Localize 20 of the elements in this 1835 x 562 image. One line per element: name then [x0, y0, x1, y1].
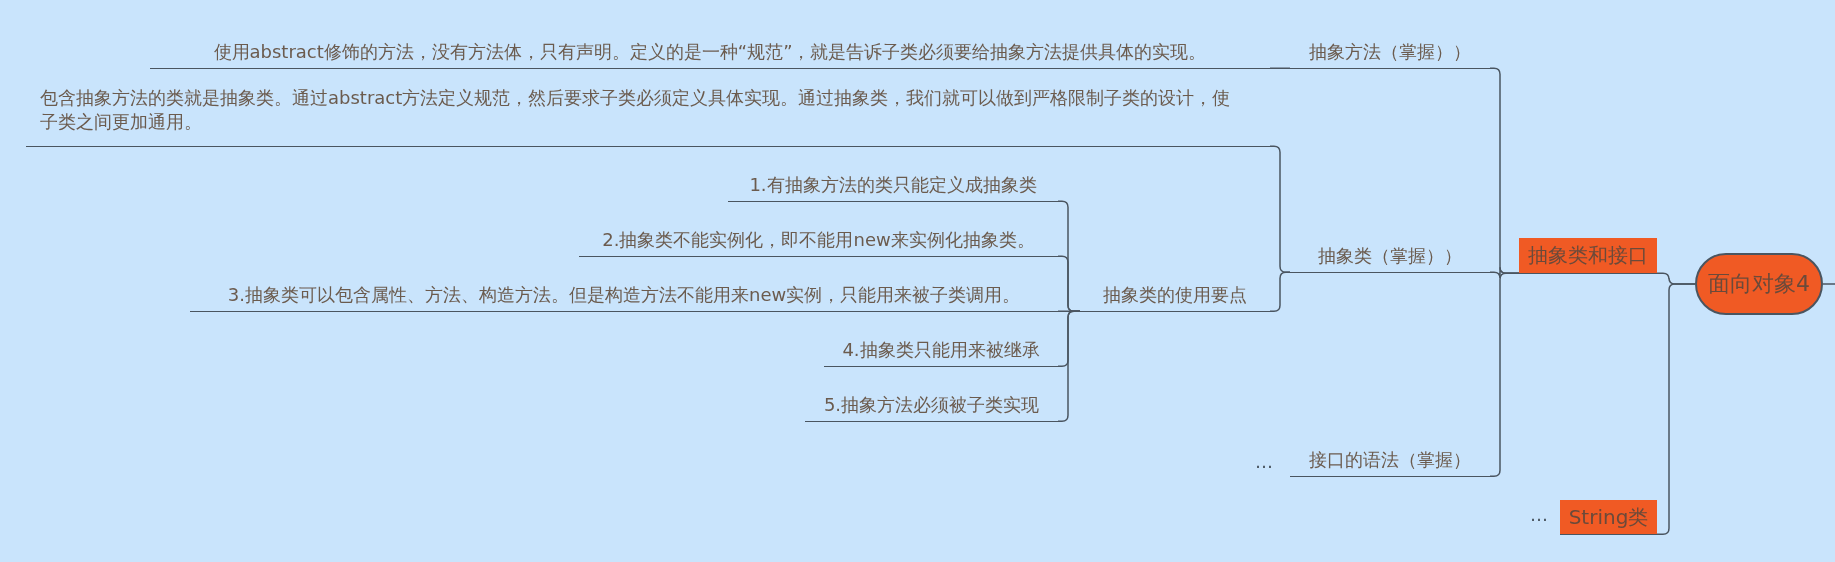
topic-label: 抽象类的使用要点 — [1080, 283, 1270, 312]
root-topic-pill: 面向对象4 — [1695, 253, 1823, 315]
topic-label: 接口的语法（掌握） — [1290, 448, 1490, 477]
topic-label: 包含抽象方法的类就是抽象类。通过abstract方法定义规范，然后要求子类必须定义具体实现。通过抽象类，我们就可以做到严格限制子类的设计，使子类之间更加通用。 — [26, 86, 1270, 147]
topic-label: 抽象方法（掌握）） — [1290, 40, 1490, 69]
topic-label: 抽象类（掌握）） — [1290, 244, 1490, 273]
topic-box: String类 — [1560, 500, 1657, 535]
connector — [1269, 271, 1291, 312]
topic-label: 使用abstract修饰的方法，没有方法体，只有声明。定义的是一种“规范”，就是告诉子类必须要给抽象方法提供具体的实现。 — [150, 40, 1270, 69]
ellipsis-label: … — [1255, 452, 1273, 472]
connector — [1656, 283, 1696, 535]
topic-label: 3.抽象类可以包含属性、方法、构造方法。但是构造方法不能用来new实例，只能用来被子类调用。 — [190, 283, 1058, 312]
topic-label: 5.抽象方法必须被子类实现 — [805, 393, 1058, 422]
ellipsis-label: … — [1530, 505, 1548, 525]
connector — [1822, 283, 1835, 285]
topic-box: 抽象类和接口 — [1519, 238, 1657, 274]
connector — [1269, 67, 1291, 69]
topic-label: 1.有抽象方法的类只能定义成抽象类 — [728, 173, 1058, 202]
topic-label: 2.抽象类不能实例化，即不能用new来实例化抽象类。 — [579, 228, 1058, 257]
topic-label: 4.抽象类只能用来被继承 — [824, 338, 1058, 367]
